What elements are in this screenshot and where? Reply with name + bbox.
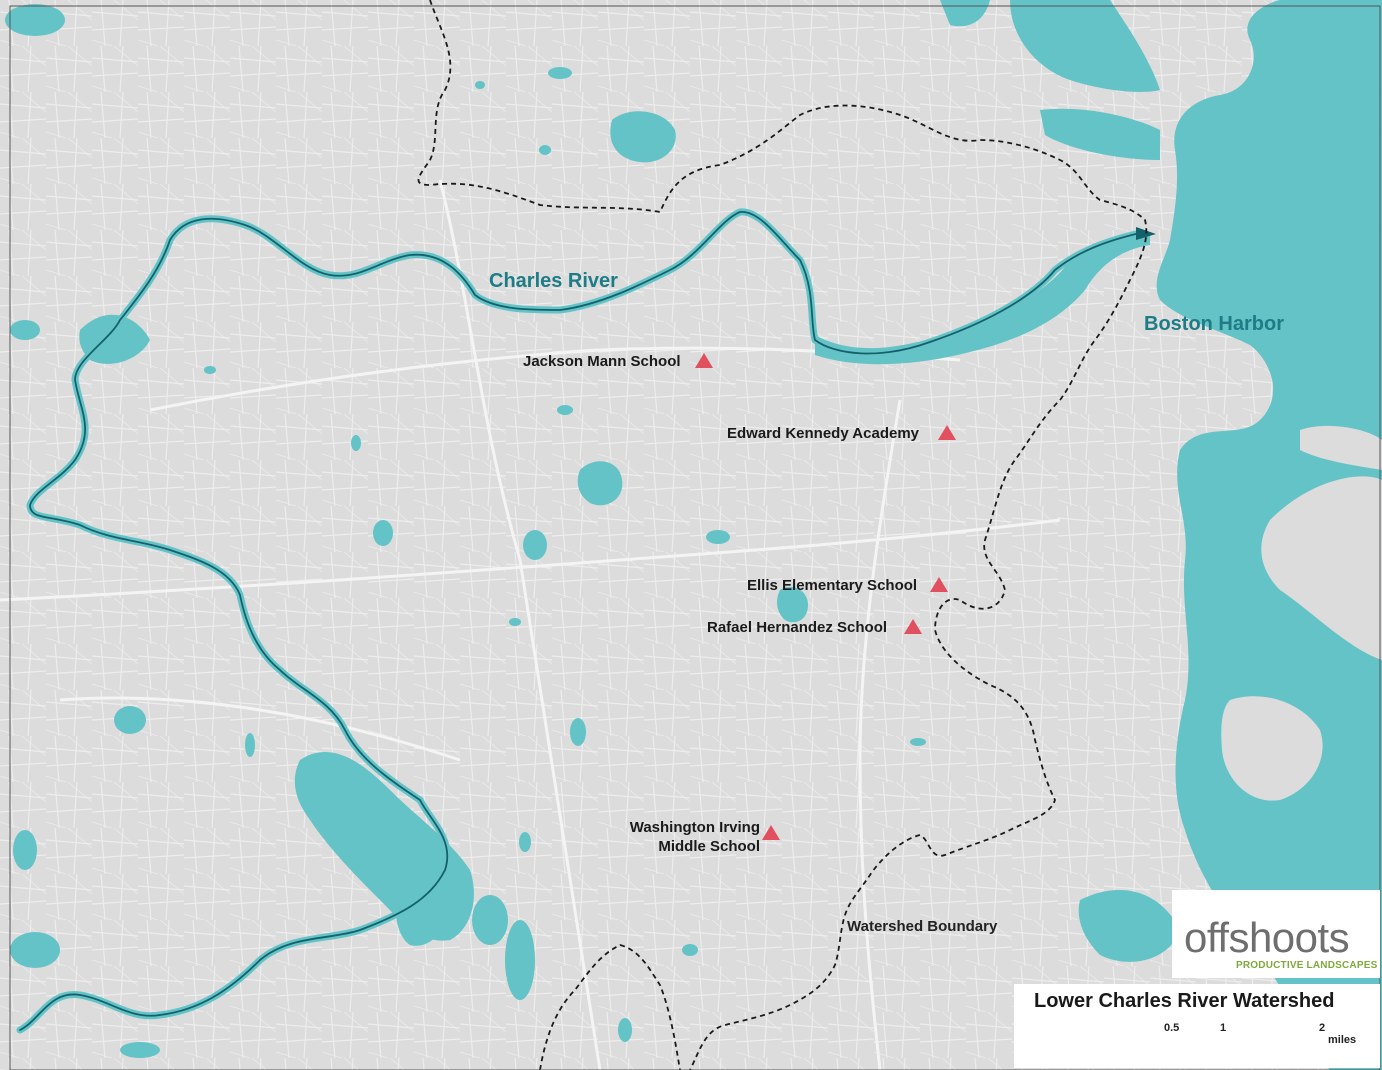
legend-box: Lower Charles River Watershed 0.5 1 2 mi…: [1014, 984, 1380, 1068]
school-label: Edward Kennedy Academy: [727, 425, 920, 442]
legend-title: Lower Charles River Watershed: [1034, 990, 1335, 1012]
school-marker: [762, 825, 780, 840]
scale-tick-label: 2: [1319, 1022, 1326, 1034]
school-label: Jackson Mann School: [523, 353, 681, 370]
school-label: Rafael Hernandez School: [707, 619, 888, 636]
river-label: Charles River: [489, 270, 618, 292]
school-marker: [904, 619, 922, 634]
map-frame: [9, 5, 1381, 1070]
school-label-two-line: Washington Irving Middle School: [612, 818, 760, 856]
watershed-boundary-line: [417, 0, 1148, 1070]
logo-tagline: PRODUCTIVE LANDSCAPES: [1236, 960, 1378, 971]
harbor-label: Boston Harbor: [1144, 313, 1284, 335]
school-marker: [938, 425, 956, 440]
scale-tick-label: 0.5: [1164, 1022, 1180, 1034]
school-marker: [695, 353, 713, 368]
logo-wordmark: offshoots: [1184, 914, 1350, 961]
offshoots-logo: offshoots PRODUCTIVE LANDSCAPES: [1172, 890, 1380, 978]
scale-unit-label: miles: [1328, 1034, 1357, 1046]
school-label-line2: Middle School: [658, 838, 760, 855]
harbor-water: [940, 0, 1382, 1070]
scale-tick-label: 1: [1220, 1022, 1227, 1034]
school-label-line1: Washington Irving: [629, 819, 760, 836]
school-marker: [930, 577, 948, 592]
boundary-label: Watershed Boundary: [847, 918, 998, 935]
school-label: Ellis Elementary School: [747, 577, 918, 594]
ponds: [5, 4, 926, 1058]
